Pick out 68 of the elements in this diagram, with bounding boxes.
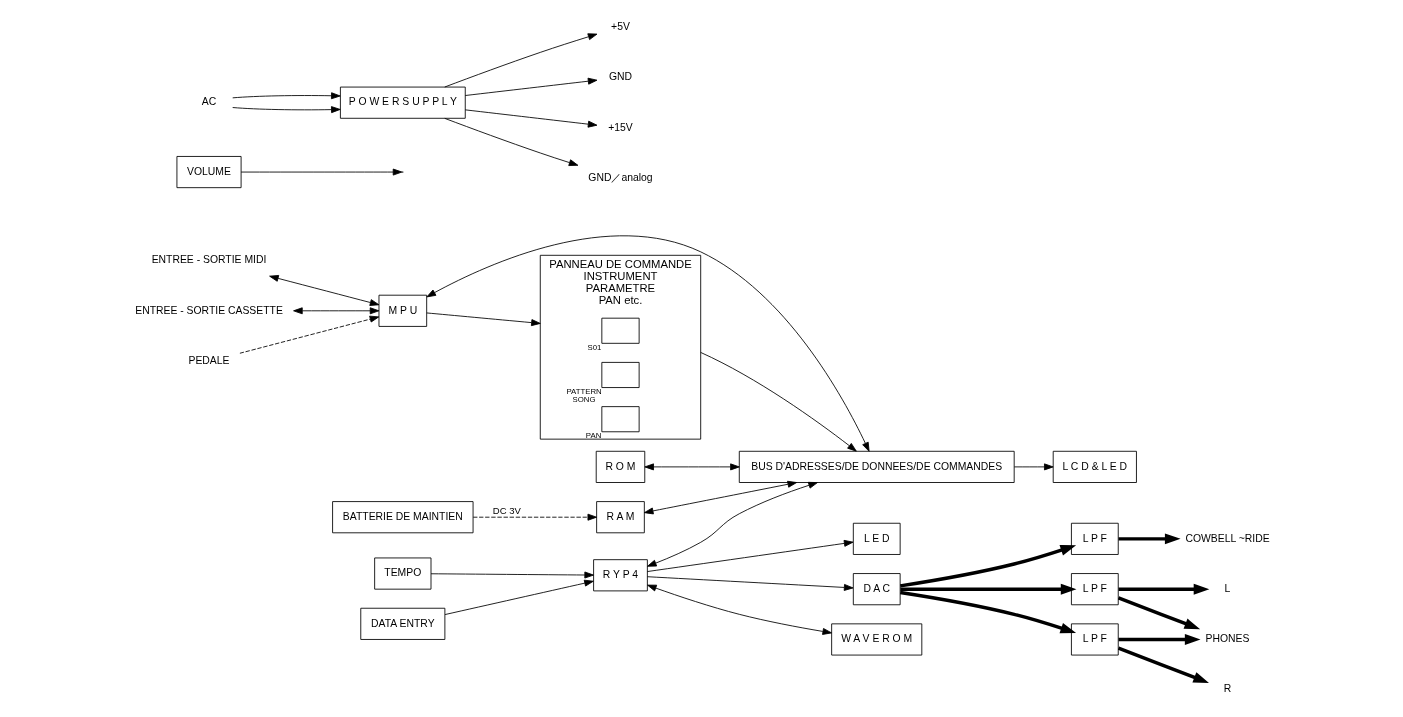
- node-box: L C D & L E D: [1052, 450, 1137, 483]
- arrow: [238, 315, 379, 354]
- node-text: COWBELL ~RIDE: [1184, 532, 1270, 544]
- arrow: [1118, 634, 1200, 645]
- arrow: [268, 274, 379, 306]
- arrow: [646, 584, 832, 635]
- node-text: ENTREE - SORTIE CASSETTE: [134, 304, 283, 316]
- arrow: [1118, 533, 1181, 545]
- arrow: [899, 590, 1076, 634]
- arrow: [643, 463, 740, 471]
- arrow: [699, 352, 857, 452]
- arrow: [464, 109, 597, 128]
- arrow: [430, 571, 594, 579]
- node-box: L P F: [1070, 522, 1119, 555]
- node-text: L: [1224, 582, 1230, 594]
- arrow: [472, 513, 597, 521]
- arrow: [899, 583, 1076, 595]
- arrow: [1117, 646, 1209, 683]
- arrow: [1013, 463, 1054, 471]
- arrow: [646, 576, 853, 591]
- node-box: BUS D'ADRESSES/DE DONNEES/DE COMMANDES: [738, 450, 1015, 483]
- node-label: S01: [587, 342, 601, 352]
- node-box: L P F: [1070, 623, 1119, 656]
- node-box: [600, 361, 640, 388]
- node-text: ENTREE - SORTIE MIDI: [151, 254, 266, 266]
- arrow: [231, 92, 341, 100]
- node-text: R: [1223, 683, 1231, 695]
- node-box: L P F: [1070, 573, 1119, 606]
- node-box: BATTERIE DE MAINTIEN: [331, 501, 473, 534]
- node-label: PATTERN: [565, 386, 602, 396]
- arrow: [899, 545, 1076, 588]
- node-box: D A C: [852, 573, 901, 606]
- arrow: [1117, 596, 1200, 630]
- edge-label: DC 3V: [492, 505, 521, 517]
- node-text: +15V: [607, 121, 633, 133]
- arrow: [643, 480, 797, 515]
- arrow: [425, 312, 541, 327]
- node-text: PEDALE: [188, 354, 230, 366]
- node-box: TEMPO: [373, 557, 431, 590]
- arrow: [240, 168, 402, 176]
- node-box: R Y P 4: [592, 559, 648, 592]
- node-text: +5V: [610, 20, 630, 32]
- arrow: [646, 481, 818, 567]
- node-box: DATA ENTRY: [359, 607, 445, 640]
- node-box: M P U: [378, 294, 427, 327]
- arrow: [425, 235, 870, 452]
- node-box: P O W E R S U P P L Y: [339, 86, 466, 119]
- node-text: GND／analog: [587, 171, 653, 183]
- arrow: [292, 307, 379, 315]
- arrow: [443, 117, 578, 166]
- node-text: GND: [608, 71, 632, 83]
- node-box: R A M: [595, 501, 645, 534]
- arrow: [231, 106, 341, 114]
- node-box: [600, 406, 640, 433]
- node-box: R O M: [595, 450, 645, 483]
- arrow: [464, 77, 597, 96]
- arrow: [1118, 583, 1209, 595]
- node-box: [600, 317, 640, 344]
- arrow: [646, 539, 853, 572]
- node-label: SONG: [572, 395, 596, 405]
- node-box: VOLUME: [176, 156, 242, 189]
- node-text: PHONES: [1205, 633, 1249, 645]
- node-box: W A V E R O M: [830, 623, 922, 656]
- node-label: PAN: [585, 431, 601, 441]
- node-box: L E D: [852, 522, 901, 555]
- arrow: [443, 33, 597, 88]
- node-text: AC: [201, 96, 216, 108]
- arrow: [444, 579, 594, 615]
